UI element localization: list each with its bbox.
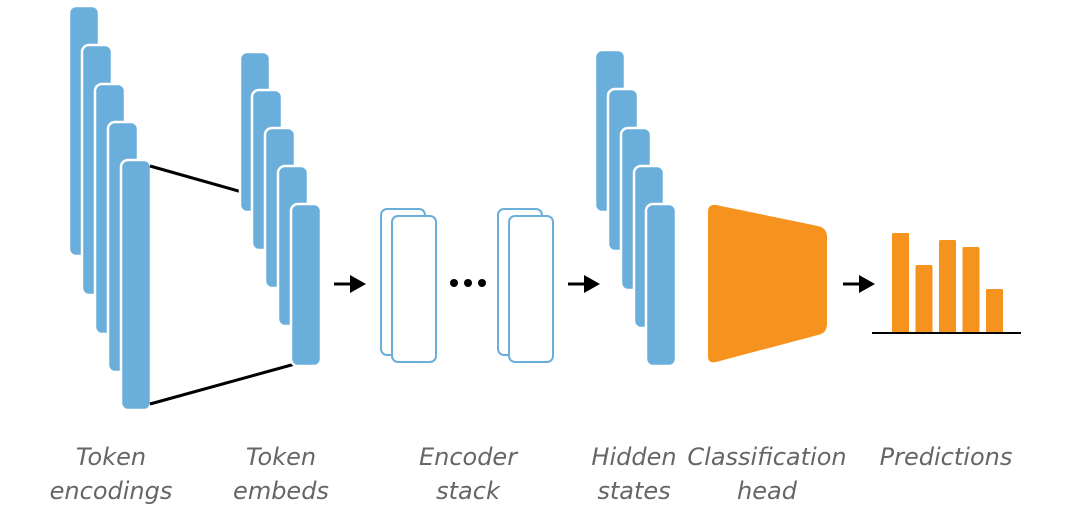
projection-line-bottom	[149, 362, 296, 406]
token-embed-vector	[289, 202, 323, 368]
prediction-bar	[962, 247, 980, 333]
arrow-right-icon	[843, 275, 875, 293]
label-classification-head: Classification head	[687, 443, 847, 505]
encoder-block	[497, 208, 554, 363]
arrow-right-icon	[334, 275, 366, 293]
prediction-bar	[892, 233, 909, 333]
prediction-bar	[986, 289, 1003, 333]
token-embeds-stack	[238, 50, 323, 368]
token-encoding-vector	[119, 158, 153, 412]
hidden-states-stack	[593, 48, 678, 368]
classification-head	[708, 204, 827, 363]
token-encodings-stack	[67, 4, 153, 412]
arrow-right-icon	[568, 275, 600, 293]
label-token-embeds: Token embeds	[233, 443, 329, 505]
label-hidden-states: Hidden states	[591, 443, 677, 505]
label-encoder-stack: Encoder stack	[418, 443, 518, 505]
prediction-bar	[915, 265, 933, 333]
prediction-bar	[939, 240, 956, 333]
label-predictions: Predictions	[879, 443, 1013, 471]
prediction-bars	[892, 233, 1003, 333]
label-token-encodings: Token encodings	[49, 443, 173, 505]
ellipsis-icon	[450, 279, 486, 287]
hidden-state-vector	[644, 202, 678, 368]
encoder-block	[380, 208, 437, 363]
